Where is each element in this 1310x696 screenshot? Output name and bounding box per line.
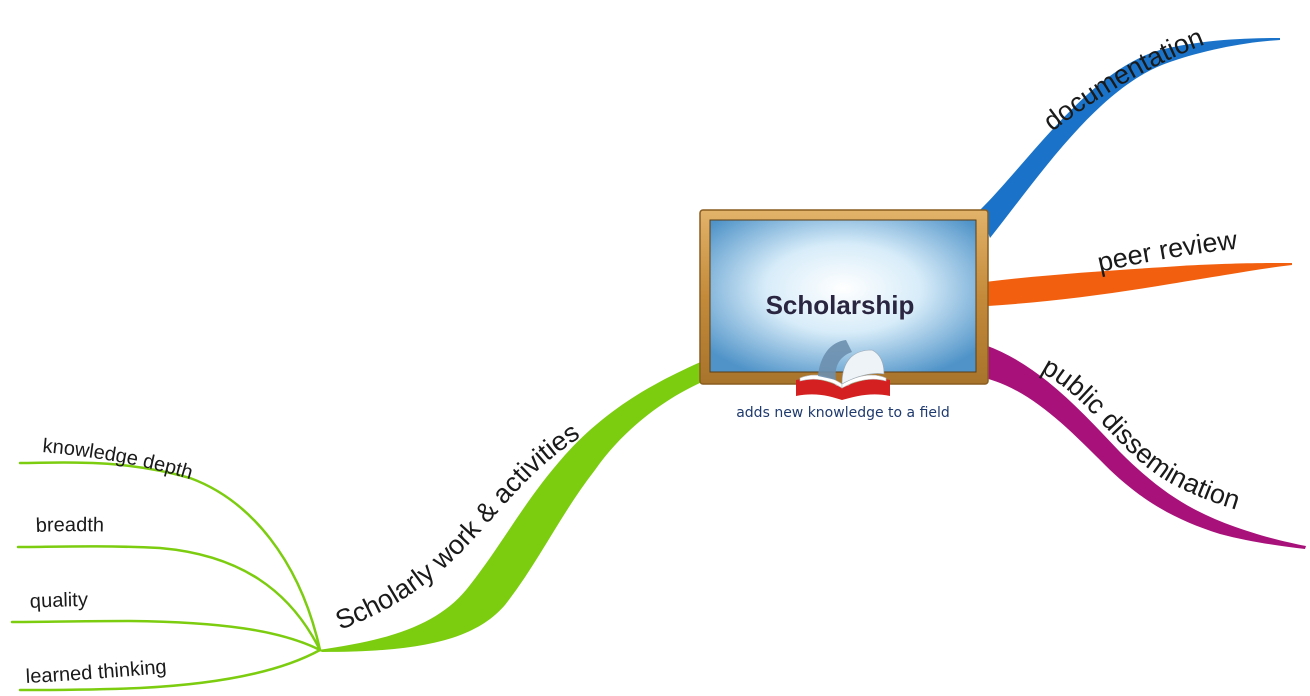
branch-documentation-label[interactable]: documentation (1038, 22, 1208, 137)
central-subtitle: adds new knowledge to a field (736, 405, 950, 421)
branch-scholarly-work-line (318, 360, 712, 652)
sub-branch-breadth-line (16, 545, 322, 652)
branch-documentation-line (980, 38, 1280, 238)
sub-branch-breadth-label[interactable]: breadth (35, 514, 104, 537)
open-book-icon (796, 340, 890, 400)
sub-branch-learned-thinking-line (18, 648, 322, 692)
sub-branch-lines (10, 461, 322, 692)
sub-branch-quality-label[interactable]: quality (29, 589, 88, 613)
sub-branch-knowledge-depth-line (18, 461, 322, 652)
sub-branch-quality-line (10, 619, 322, 652)
sub-branch-knowledge-depth-label[interactable]: knowledge depth (42, 435, 196, 484)
central-topic[interactable]: Scholarship adds new knowledge to a fiel… (699, 209, 989, 421)
central-title: Scholarship (766, 290, 915, 320)
sub-branch-learned-thinking-label[interactable]: learned thinking (25, 656, 167, 688)
branch-public-dissemination-line (985, 345, 1306, 549)
branch-peer-review-line (985, 263, 1292, 306)
